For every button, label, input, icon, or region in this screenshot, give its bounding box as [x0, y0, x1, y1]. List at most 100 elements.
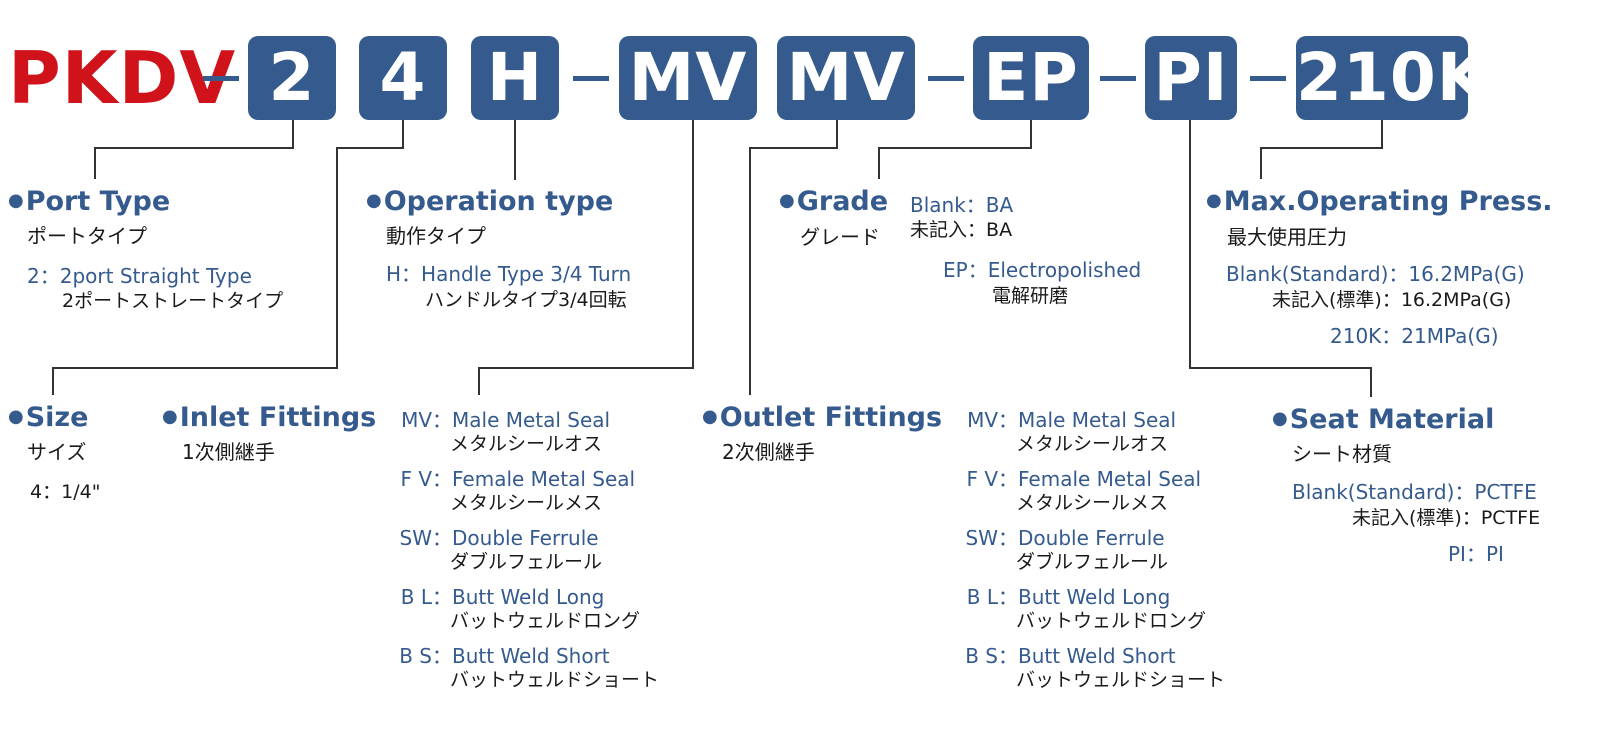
fitting-item: F V：Female Metal Seal メタルシールメス — [394, 467, 659, 526]
fitting-label: Butt Weld Long — [1018, 585, 1171, 609]
inlet-fittings-list: MV：Male Metal Seal メタルシールオス F V：Female M… — [394, 408, 659, 703]
leader-line — [692, 120, 694, 369]
fitting-jp: バットウェルドロング — [1016, 610, 1207, 632]
fitting-sep: ： — [998, 526, 1018, 550]
fitting-code: B S — [399, 644, 432, 668]
grade-option-ep-jp: 電解研磨 — [992, 285, 1069, 307]
outlet-jp: 2次側継手 — [722, 440, 815, 464]
leader-line — [478, 367, 480, 395]
inlet-heading: ●Inlet Fittings — [162, 402, 377, 433]
segment-outlet: MV — [777, 36, 915, 120]
leader-line — [292, 120, 294, 148]
leader-line — [878, 147, 1032, 149]
separator-dash — [1100, 76, 1136, 81]
leader-line — [402, 120, 404, 148]
model-prefix: PKDV — [8, 36, 237, 120]
outlet-fittings-list: MV：Male Metal Seal メタルシールオス F V：Female M… — [960, 408, 1225, 703]
fitting-sep: ： — [432, 467, 452, 491]
port-type-option-jp: 2ポートストレートタイプ — [62, 290, 284, 312]
separator-dash — [1250, 76, 1286, 81]
leader-line — [52, 367, 338, 369]
fitting-label: Double Ferrule — [452, 526, 599, 550]
max-press-option-blank: Blank(Standard)：16.2MPa(G) — [1226, 262, 1525, 286]
segment-port-type: 2 — [248, 36, 336, 120]
fitting-sep: ： — [998, 467, 1018, 491]
separator-dash — [203, 76, 239, 81]
leader-line — [94, 147, 96, 179]
fitting-jp: メタルシールメス — [1016, 492, 1169, 514]
fitting-item: F V：Female Metal Seal メタルシールメス — [960, 467, 1225, 526]
fitting-label: Male Metal Seal — [452, 408, 611, 432]
operation-type-heading: ●Operation type — [366, 186, 614, 217]
max-press-option-blank-jp: 未記入(標準)：16.2MPa(G) — [1272, 289, 1512, 311]
fitting-code: F V — [966, 467, 998, 491]
fitting-code: B L — [400, 585, 432, 609]
fitting-sep: ： — [432, 408, 452, 432]
fitting-item: B L：Butt Weld Long バットウェルドロング — [960, 585, 1225, 644]
leader-line — [749, 147, 838, 149]
fitting-code: F V — [400, 467, 432, 491]
leader-line — [1189, 120, 1191, 369]
operation-type-option: H：Handle Type 3/4 Turn — [386, 262, 632, 286]
fitting-jp: バットウェルドショート — [450, 669, 660, 691]
fitting-code: SW — [965, 526, 998, 550]
fitting-code: MV — [967, 408, 998, 432]
size-heading: ●Size — [8, 402, 89, 433]
separator-dash — [573, 76, 609, 81]
segment-grade: EP — [973, 36, 1089, 120]
operation-type-option-jp: ハンドルタイプ3/4回転 — [425, 289, 627, 311]
fitting-jp: メタルシールオス — [450, 433, 603, 455]
fitting-label: Butt Weld Long — [452, 585, 605, 609]
seat-heading: ●Seat Material — [1272, 404, 1495, 435]
fitting-item: MV：Male Metal Seal メタルシールオス — [960, 408, 1225, 467]
fitting-item: SW：Double Ferrule ダブルフェルール — [394, 526, 659, 585]
outlet-heading: ●Outlet Fittings — [702, 402, 943, 433]
bullet-icon: ● — [162, 406, 178, 427]
leader-line — [52, 367, 54, 395]
operation-type-jp: 動作タイプ — [386, 224, 486, 248]
fitting-item: SW：Double Ferrule ダブルフェルール — [960, 526, 1225, 585]
fitting-item: B L：Butt Weld Long バットウェルドロング — [394, 585, 659, 644]
seat-option-blank: Blank(Standard)：PCTFE — [1292, 480, 1537, 504]
fitting-jp: ダブルフェルール — [1016, 551, 1169, 573]
inlet-jp: 1次側継手 — [182, 440, 275, 464]
seat-option-pi: PI：PI — [1448, 542, 1504, 566]
segment-pressure: 210K — [1296, 36, 1488, 120]
bullet-icon: ● — [366, 190, 382, 211]
fitting-item: B S：Butt Weld Short バットウェルドショート — [960, 644, 1225, 703]
fitting-sep: ： — [998, 408, 1018, 432]
fitting-jp: メタルシールオス — [1016, 433, 1169, 455]
seat-option-blank-jp: 未記入(標準)：PCTFE — [1352, 507, 1541, 529]
segment-operation: H — [471, 36, 559, 120]
fitting-item: B S：Butt Weld Short バットウェルドショート — [394, 644, 659, 703]
fitting-code: MV — [401, 408, 432, 432]
fitting-code: SW — [399, 526, 432, 550]
fitting-label: Butt Weld Short — [1018, 644, 1176, 668]
max-press-option-210k: 210K：21MPa(G) — [1330, 324, 1499, 348]
max-press-jp: 最大使用圧力 — [1227, 225, 1347, 249]
leader-line — [878, 147, 880, 179]
leader-line — [478, 367, 694, 369]
fitting-jp: バットウェルドショート — [1016, 669, 1226, 691]
fitting-sep: ： — [432, 526, 452, 550]
leader-line — [94, 147, 294, 149]
bullet-icon: ● — [8, 406, 24, 427]
leader-line — [749, 147, 751, 395]
grade-option-blank: Blank：BA — [910, 193, 1014, 217]
fitting-sep: ： — [998, 644, 1018, 668]
bullet-icon: ● — [8, 190, 24, 211]
fitting-label: Female Metal Seal — [452, 467, 636, 491]
segment-size: 4 — [359, 36, 447, 120]
leader-line — [1030, 120, 1032, 148]
grade-heading: ●Grade — [779, 186, 889, 217]
leader-line — [336, 147, 338, 369]
leader-line — [514, 120, 516, 180]
fitting-label: Male Metal Seal — [1018, 408, 1177, 432]
leader-line — [836, 120, 838, 148]
fitting-item: MV：Male Metal Seal メタルシールオス — [394, 408, 659, 467]
max-press-heading: ●Max.Operating Press. — [1206, 186, 1553, 217]
bullet-icon: ● — [1206, 190, 1222, 211]
seat-jp: シート材質 — [1292, 442, 1392, 466]
leader-line — [1260, 147, 1262, 179]
bullet-icon: ● — [702, 406, 718, 427]
